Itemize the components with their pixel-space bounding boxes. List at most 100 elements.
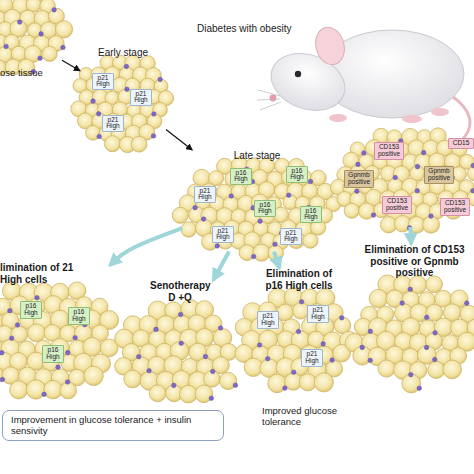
tissue-cluster: Elimination of p16 High cells p21 High p21… [245, 268, 353, 385]
immune-cell [136, 354, 141, 359]
immune-cell [330, 358, 335, 363]
flow-arrow [62, 60, 80, 70]
cluster-area: p16 Highp16 Highp21 Highp16 Highp16 High… [182, 162, 332, 252]
immune-cell [299, 300, 304, 305]
fat-cell [443, 360, 462, 379]
immune-cell [283, 386, 288, 391]
fat-cell [180, 385, 198, 403]
immune-cell [408, 287, 413, 292]
fat-cell [181, 222, 196, 237]
marker-tag: p16 High [286, 166, 308, 184]
immune-cell [429, 214, 434, 219]
tag-text: p21 High [309, 307, 327, 321]
immune-cell [408, 372, 413, 377]
immune-cell [210, 369, 215, 374]
immune-cell [147, 368, 152, 373]
tissue-cluster: limination of 21 High cells p16 High p16 H… [0, 262, 110, 391]
immune-cell [8, 308, 13, 313]
stage-heading-block: Elimination of p16 High cells [245, 268, 353, 293]
immune-cell [218, 326, 223, 331]
immune-cell [152, 112, 157, 117]
tag-text: p21 High [259, 313, 277, 327]
fat-cell [172, 207, 188, 223]
tag-text: p16 High [70, 309, 88, 323]
tissue-cluster: CD153 positiveCD15Gpnmb positiveGpnmb po… [338, 132, 474, 227]
fat-tissue [235, 288, 359, 393]
immune-cell [124, 64, 129, 69]
fat-cell [104, 136, 120, 152]
mouse-foot [329, 114, 347, 122]
stage-heading: limination of 21 High cells [0, 262, 74, 285]
tag-text: p16 High [44, 347, 62, 361]
fat-cell [284, 288, 303, 307]
fat-tissue [172, 157, 341, 262]
fat-cell [345, 334, 363, 352]
connector-group [62, 60, 411, 280]
fat-tissue [345, 275, 474, 393]
immune-cell [415, 164, 420, 169]
immune-cell [73, 335, 78, 340]
marker-tag: p16 High [68, 307, 90, 325]
immune-cell [9, 336, 14, 341]
stage-heading: Elimination of CD153 positive or Gpnmb p… [363, 244, 466, 279]
marker-tag: Gpnmb positive [424, 166, 454, 184]
figure-label: Improved glucose tolerance [262, 405, 338, 428]
immune-cell [251, 254, 256, 259]
immune-cell [360, 345, 365, 350]
fat-cell [268, 374, 287, 393]
figure-label: Diabetes with obesity [197, 23, 327, 35]
fat-cell [253, 244, 270, 261]
immune-cell [433, 331, 438, 336]
stage-heading: Senotherapy D +Q [150, 280, 210, 303]
marker-tag: p16 High [230, 168, 252, 186]
fat-tissue [115, 300, 238, 403]
immune-cell [52, 8, 57, 13]
tag-text: Gpnmb positive [346, 172, 372, 186]
immune-cell [193, 205, 198, 210]
immune-cell [265, 356, 270, 361]
tissue-cluster: Senotherapy D +Q [125, 280, 235, 401]
immune-cell [308, 179, 313, 184]
fat-cell [426, 276, 443, 293]
immune-cell [0, 350, 4, 355]
immune-cell [368, 358, 373, 363]
stage-heading: Late stage [182, 150, 332, 162]
tag-text: p16 High [288, 168, 306, 182]
immune-cell [368, 329, 373, 334]
fat-cell [428, 361, 445, 378]
fat-cell [386, 290, 404, 308]
immune-cell [321, 342, 326, 347]
fat-cell [344, 203, 359, 218]
mouse-ear [312, 24, 349, 68]
immune-cell [339, 316, 344, 321]
cluster-area: CD153 positiveCD15Gpnmb positiveGpnmb po… [338, 132, 474, 227]
fat-tissue [0, 0, 73, 76]
mouse-foot [431, 108, 449, 116]
immune-cell [91, 99, 96, 104]
immune-cell [179, 341, 184, 346]
marker-tag: p16 High [42, 345, 64, 363]
immune-cell [201, 217, 206, 222]
immune-cell [125, 87, 130, 92]
immune-cell [96, 112, 101, 117]
fat-cell [303, 233, 318, 248]
cluster-area: p21 Highp21 Highp21 High [245, 293, 353, 385]
marker-tag: CD153 positive [440, 198, 470, 216]
marker-tag: p21 High [194, 186, 216, 204]
immune-cell [415, 188, 420, 193]
stage-heading: Elimination of p16 High cells [263, 268, 335, 291]
stage-heading-block: ose tissue [0, 68, 62, 79]
fat-cell [60, 382, 77, 399]
immune-cell [15, 323, 20, 328]
marker-tag: p21 High [102, 115, 124, 133]
immune-cell [171, 383, 176, 388]
marker-tag: p16 High [254, 200, 276, 218]
flow-arrow [166, 129, 192, 150]
immune-cell [4, 44, 9, 49]
immune-cell [61, 45, 66, 50]
tag-text: CD153 positive [384, 198, 410, 212]
fat-cell [28, 324, 46, 342]
fat-cell [268, 245, 284, 261]
